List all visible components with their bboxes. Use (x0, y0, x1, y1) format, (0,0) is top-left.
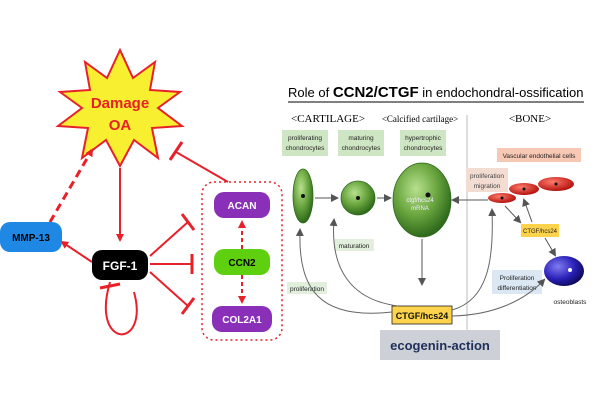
mmp13-label: MMP-13 (12, 233, 50, 244)
inhibit-fgf1-col2a1 (149, 271, 189, 307)
arrow-ctgf-to-endothelial (451, 208, 497, 311)
cartilage-genes-group (201, 181, 283, 341)
fgf1-self-loop-bar (99, 282, 121, 290)
proliferation-box (287, 282, 327, 294)
fgf1-box (92, 250, 148, 280)
osteoblast-cell (544, 256, 584, 286)
ossification-diagram: Role of CCN2/CTGF in endochondral-ossifi… (282, 84, 587, 360)
cell-mrna-label-2: mRNA (411, 206, 429, 212)
maturing-label: maturing (348, 135, 374, 142)
arrow-ctgf-to-maturing (329, 218, 399, 307)
inhibit-group-damage (175, 151, 229, 183)
fgf1-self-loop (104, 281, 138, 336)
prolif-migration-label-2: migration (474, 183, 501, 190)
ccn2-label: CCN2 (228, 258, 256, 269)
cartilage-header: <CARTILAGE> (291, 113, 365, 125)
damage-star-shape (55, 47, 185, 169)
ctgf-main-label: CTGF/hcs24 (396, 311, 449, 321)
vascular-box (497, 148, 581, 162)
inhibit-fgf1-acan (149, 221, 189, 257)
col2a1-label: COL2A1 (222, 315, 262, 326)
calcified-header: <Calcified cartilage> (382, 114, 458, 124)
hypertrophic-label: hypertrophic (405, 135, 442, 142)
prolif-diff-label-2: differentiation (498, 285, 537, 292)
vascular-label: Vascular endothelial cells (503, 153, 577, 160)
arrow-ctgf-to-proliferating (295, 228, 393, 314)
ossification-title: Role of CCN2/CTGF in endochondral-ossifi… (288, 84, 583, 101)
ecogenin-label: ecogenin-action (390, 338, 490, 353)
mmp13-box (0, 222, 62, 252)
hypertrophic-box (400, 130, 446, 156)
cell-mrna-label: ctgf/hcs24 (406, 198, 434, 204)
arrow-mmp13-to-damage (48, 148, 94, 223)
prolif-diff-label: Proliferation (500, 275, 535, 282)
col2a1-box (212, 306, 272, 332)
maturation-label: maturation (339, 243, 370, 250)
fgf1-label: FGF-1 (103, 259, 138, 273)
ctgf-main-box (391, 305, 453, 325)
damage-label: Damage (91, 95, 149, 112)
oa-pathway-diagram: Damage OA MMP-13 FGF-1 ACAN (0, 47, 283, 341)
ccn2-box (214, 249, 270, 275)
maturation-box (334, 239, 374, 251)
proliferating-label: proliferating (288, 135, 322, 142)
osteoblasts-label: osteoblasts (554, 299, 588, 306)
hypertrophic-label-2: chondrocytes (404, 145, 443, 152)
maturing-box (338, 130, 384, 156)
proliferating-box (282, 130, 328, 156)
maturing-label-2: chondrocytes (342, 145, 381, 152)
arrow-fgf1-to-mmp13 (60, 240, 93, 263)
prolif-migration-box (466, 168, 508, 192)
oa-label: OA (109, 117, 132, 134)
ecogenin-banner (380, 330, 500, 360)
arrow-ctgf-to-osteoblast (451, 278, 546, 317)
acan-label: ACAN (228, 201, 257, 212)
proliferating-label-2: chondrocytes (286, 145, 325, 152)
ctgf-small-box (521, 224, 559, 237)
acan-box (214, 192, 270, 218)
bone-header: <BONE> (509, 113, 551, 125)
proliferation-label: proliferation (290, 286, 324, 293)
prolif-migration-label: proliferation (470, 173, 504, 180)
ctgf-small-label: CTGF/hcs24 (523, 229, 558, 235)
